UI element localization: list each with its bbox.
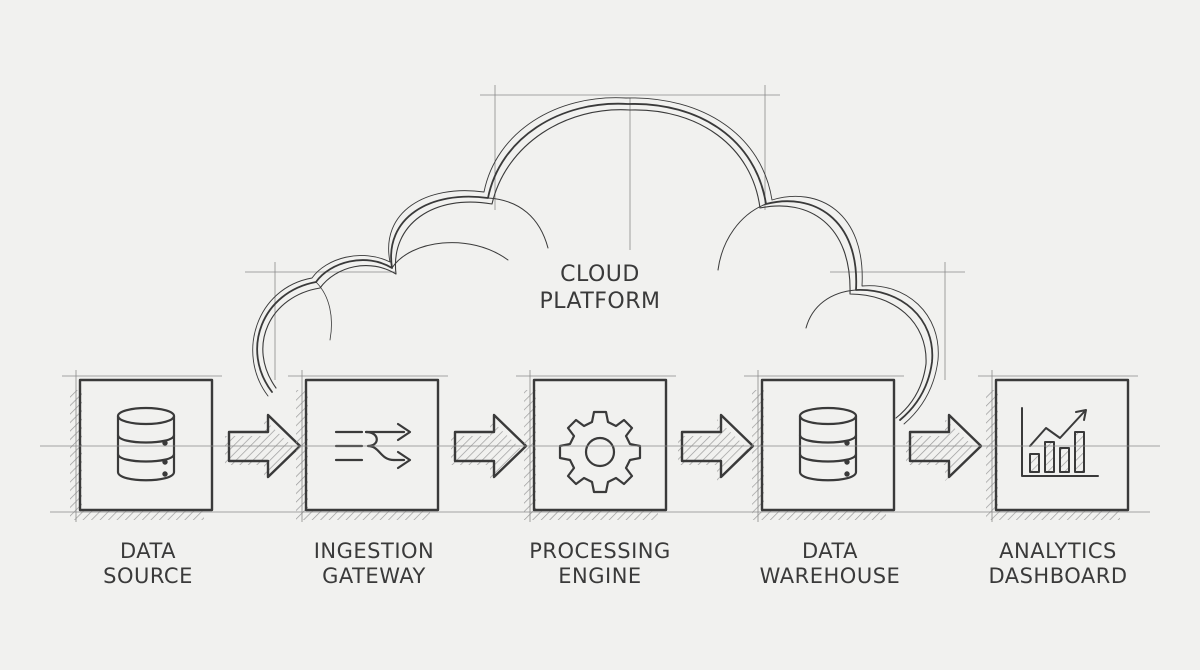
node-label-line1: DATA <box>120 539 176 563</box>
node-label-line2: GATEWAY <box>322 564 426 588</box>
node-ingestion-gateway: INGESTION GATEWAY <box>288 370 448 588</box>
cloud-guides <box>245 85 965 380</box>
node-label-line1: INGESTION <box>314 539 435 563</box>
cloud-label-line2: PLATFORM <box>539 289 660 314</box>
cloud-platform: CLOUD PLATFORM <box>245 85 965 425</box>
node-label-line1: PROCESSING <box>529 539 671 563</box>
node-processing-engine: PROCESSING ENGINE <box>516 370 676 588</box>
arrow-4 <box>906 413 983 481</box>
database-icon <box>798 406 858 482</box>
node-label-line2: WAREHOUSE <box>760 564 901 588</box>
gear-icon <box>558 410 642 494</box>
cloud-label-line1: CLOUD <box>560 262 640 287</box>
arrow-1 <box>225 413 302 481</box>
node-label-line2: ENGINE <box>558 564 641 588</box>
node-label-line2: DASHBOARD <box>988 564 1127 588</box>
database-icon <box>116 406 176 482</box>
cloud-outline <box>252 97 939 425</box>
node-label-line2: SOURCE <box>103 564 193 588</box>
arrow-3 <box>678 413 755 481</box>
arrow-2 <box>451 413 528 481</box>
node-data-warehouse: DATA WAREHOUSE <box>744 370 904 588</box>
node-data-source: DATA SOURCE <box>62 370 222 588</box>
bar-chart-icon <box>1021 407 1099 477</box>
node-label-line1: ANALYTICS <box>999 539 1117 563</box>
node-analytics-dashboard: ANALYTICS DASHBOARD <box>978 370 1138 588</box>
node-label-line1: DATA <box>802 539 858 563</box>
